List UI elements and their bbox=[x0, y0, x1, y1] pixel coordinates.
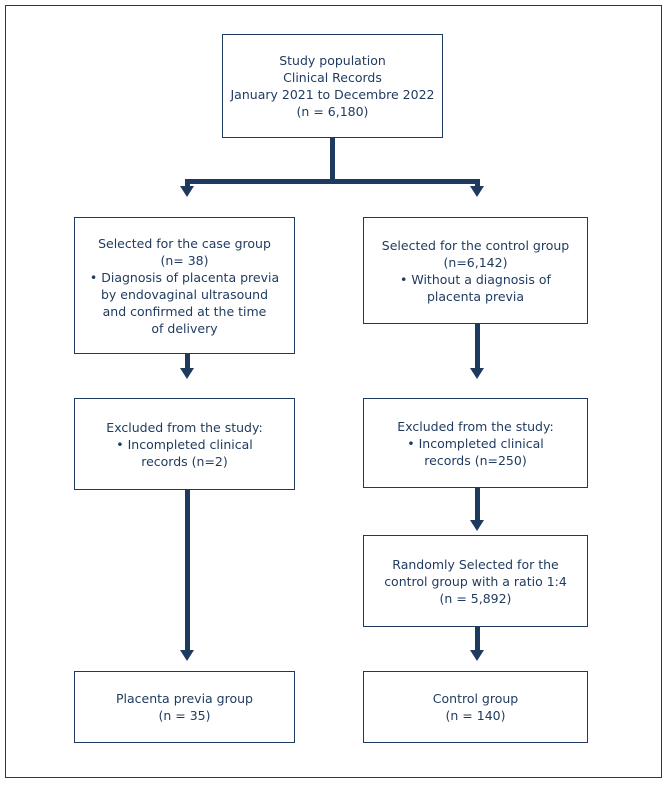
connector-line bbox=[475, 324, 480, 370]
arrow-head bbox=[180, 650, 194, 661]
box-line: (n = 140) bbox=[445, 708, 506, 723]
control-selected-box: Selected for the control group (n=6,142)… bbox=[363, 217, 588, 324]
box-line: Randomly Selected for the bbox=[392, 556, 559, 572]
box-line: by endovaginal ultrasound bbox=[100, 286, 269, 302]
placenta-previa-group-box: Placenta previa group (n = 35) bbox=[74, 671, 295, 743]
box-line: January 2021 to Decembre 2022 bbox=[230, 87, 435, 102]
box-line: of delivery bbox=[151, 320, 218, 336]
arrow-head bbox=[470, 520, 484, 531]
connector-line bbox=[475, 627, 480, 652]
box-line: control group with a ratio 1:4 bbox=[384, 573, 567, 589]
control-excluded-box: Excluded from the study: • Incompleted c… bbox=[363, 398, 588, 488]
box-line: records (n=250) bbox=[424, 452, 527, 468]
box-line: (n = 5,892) bbox=[439, 590, 512, 606]
box-line: and confirmed at the time bbox=[102, 303, 267, 319]
arrow-head bbox=[180, 368, 194, 379]
box-line: Selected for the control group bbox=[381, 237, 570, 253]
box-line: Excluded from the study: bbox=[106, 419, 263, 435]
arrow-head bbox=[470, 186, 484, 197]
control-group-box: Control group (n = 140) bbox=[363, 671, 588, 743]
box-line: (n = 35) bbox=[158, 708, 211, 723]
connector-line bbox=[330, 138, 335, 181]
connector-line bbox=[475, 179, 480, 187]
box-line: • Without a diagnosis of bbox=[400, 271, 551, 287]
box-line: • Incompleted clinical bbox=[407, 435, 544, 451]
box-line: Selected for the case group bbox=[98, 235, 271, 251]
box-line: Placenta previa group bbox=[116, 691, 253, 706]
box-line: records (n=2) bbox=[141, 453, 228, 469]
box-line: Control group bbox=[432, 691, 519, 706]
box-line: Excluded from the study: bbox=[397, 418, 554, 434]
arrow-head bbox=[470, 368, 484, 379]
connector-line bbox=[185, 354, 190, 370]
box-line: Clinical Records bbox=[283, 70, 382, 85]
diagram-frame bbox=[5, 5, 662, 778]
connector-line bbox=[475, 488, 480, 522]
random-selected-box: Randomly Selected for the control group … bbox=[363, 535, 588, 627]
clipped-caption-remnant bbox=[6, 783, 306, 791]
connector-line bbox=[185, 179, 480, 184]
box-line: (n = 6,180) bbox=[296, 104, 369, 119]
caption-remnant-glyphs bbox=[6, 790, 306, 791]
study-population-box: Study population Clinical Records Januar… bbox=[222, 34, 443, 138]
box-line: • Diagnosis of placenta previa bbox=[89, 269, 280, 285]
box-line: Study population bbox=[279, 53, 386, 68]
connector-line bbox=[185, 179, 190, 187]
case-selected-box: Selected for the case group (n= 38) • Di… bbox=[74, 217, 295, 354]
connector-line bbox=[185, 490, 190, 652]
box-line: • Incompleted clinical bbox=[116, 436, 253, 452]
case-excluded-box: Excluded from the study: • Incompleted c… bbox=[74, 398, 295, 490]
box-line: (n= 38) bbox=[160, 252, 209, 268]
box-line: (n=6,142) bbox=[443, 254, 508, 270]
arrow-head bbox=[470, 650, 484, 661]
box-line: placenta previa bbox=[426, 288, 525, 304]
arrow-head bbox=[180, 186, 194, 197]
